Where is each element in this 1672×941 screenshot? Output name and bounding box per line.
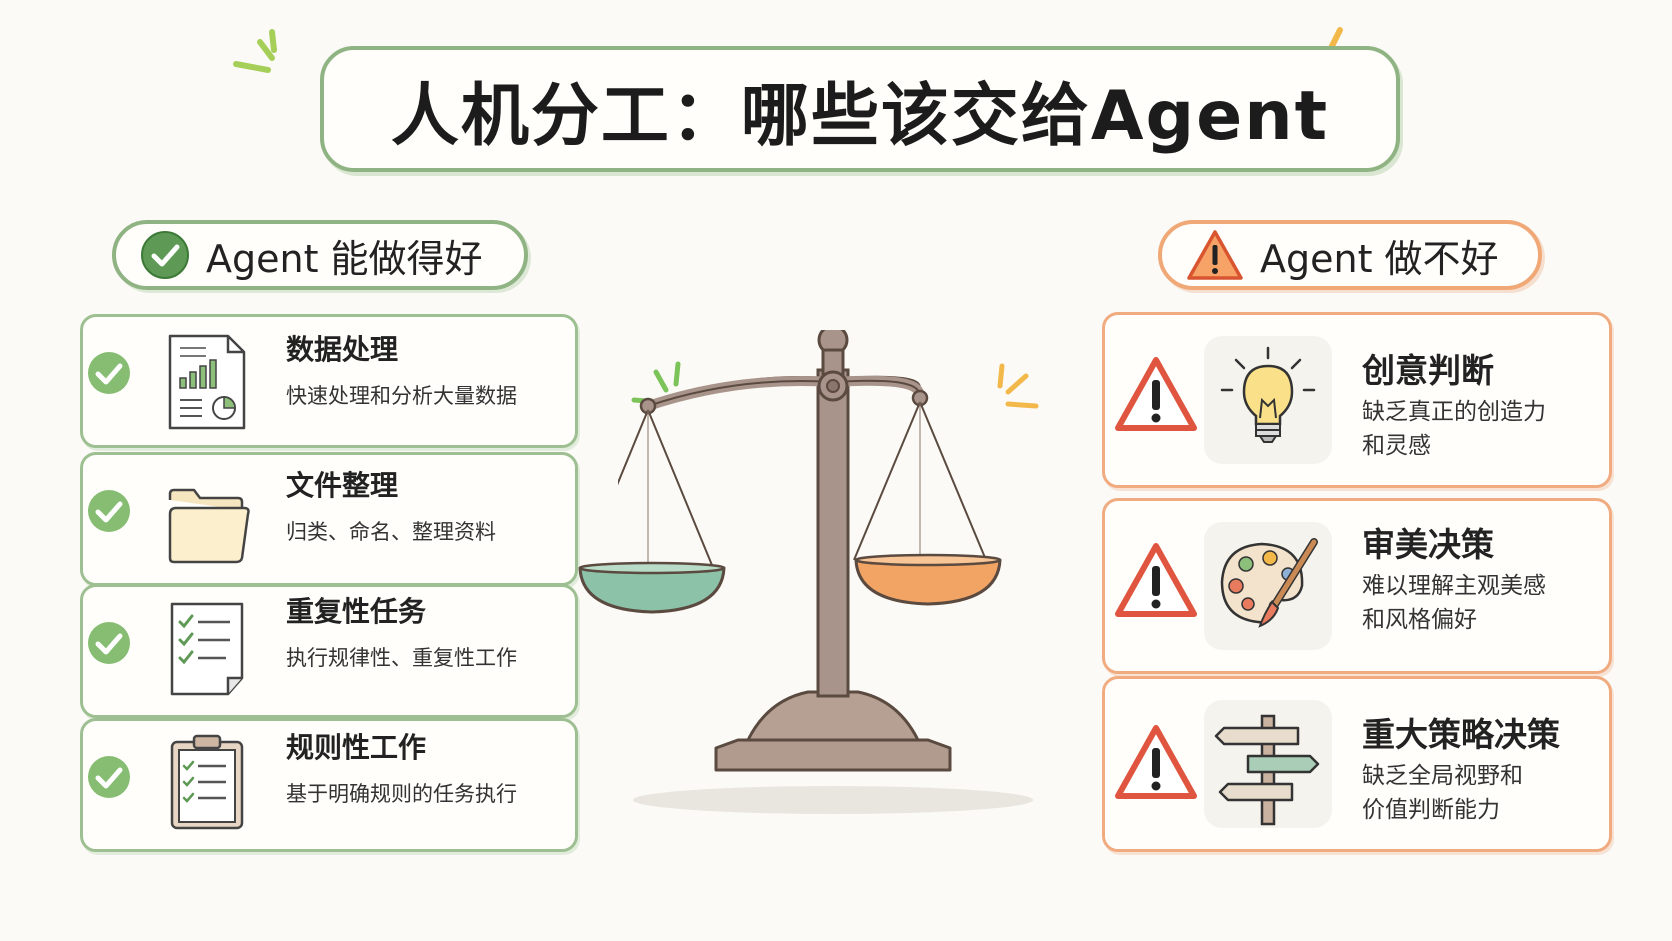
bad-section-header: Agent 做不好	[1158, 220, 1542, 290]
bad-item-desc-line2: 和风格偏好	[1362, 607, 1477, 633]
warning-triangle-icon	[1187, 230, 1243, 280]
right-pan	[854, 553, 1002, 606]
warning-icon	[1115, 357, 1197, 431]
checkmark-circle-icon	[141, 231, 189, 279]
warning-icon	[1115, 725, 1197, 799]
good-section-title: Agent 能做得好	[206, 236, 483, 281]
lightbulb-icon	[1220, 346, 1316, 443]
bad-item-title: 重大策略决策	[1362, 715, 1560, 754]
bad-item-desc-line2: 和灵感	[1362, 433, 1431, 459]
good-item-title: 文件整理	[286, 469, 399, 502]
folder-icon	[168, 488, 250, 564]
good-item-desc: 归类、命名、整理资料	[286, 520, 496, 544]
bad-item-desc-line1: 缺乏真正的创造力	[1362, 399, 1546, 425]
good-section-header: Agent 能做得好	[112, 220, 528, 290]
left-pan	[578, 561, 726, 614]
check-icon	[88, 622, 130, 664]
check-icon	[88, 490, 130, 532]
bad-item-card	[1102, 676, 1612, 852]
warning-icon	[1115, 543, 1197, 617]
title-banner: 人机分工：哪些该交给Agent	[320, 46, 1400, 172]
good-item-desc: 快速处理和分析大量数据	[286, 384, 517, 408]
bad-item-desc-line1: 缺乏全局视野和	[1362, 763, 1523, 789]
good-item-card	[80, 452, 578, 586]
balance-scale-icon	[618, 330, 1039, 814]
good-item-card	[80, 718, 578, 852]
checklist-icon	[170, 602, 244, 696]
good-item-desc: 基于明确规则的任务执行	[286, 782, 517, 806]
good-item-card	[80, 584, 578, 718]
bad-section-title: Agent 做不好	[1260, 236, 1499, 281]
good-item-title: 规则性工作	[286, 731, 427, 764]
good-item-card	[80, 314, 578, 448]
page-title: 人机分工：哪些该交给Agent	[390, 76, 1330, 156]
bad-item-title: 审美决策	[1362, 525, 1494, 564]
bad-item-desc-line1: 难以理解主观美感	[1362, 573, 1546, 599]
bad-item-title: 创意判断	[1362, 351, 1494, 390]
palette-icon	[1220, 538, 1318, 628]
bad-item-desc-line2: 价值判断能力	[1362, 797, 1500, 823]
bad-item-card	[1102, 498, 1612, 674]
data-report-icon	[168, 334, 246, 430]
sparkle-left-icon	[233, 29, 277, 73]
bad-item-card	[1102, 312, 1612, 488]
good-item-title: 数据处理	[286, 333, 399, 366]
good-item-title: 重复性任务	[286, 595, 427, 628]
check-icon	[88, 756, 130, 798]
good-item-desc: 执行规律性、重复性工作	[286, 646, 517, 670]
clipboard-icon	[170, 734, 244, 830]
check-icon	[88, 352, 130, 394]
signpost-icon	[1214, 714, 1320, 826]
